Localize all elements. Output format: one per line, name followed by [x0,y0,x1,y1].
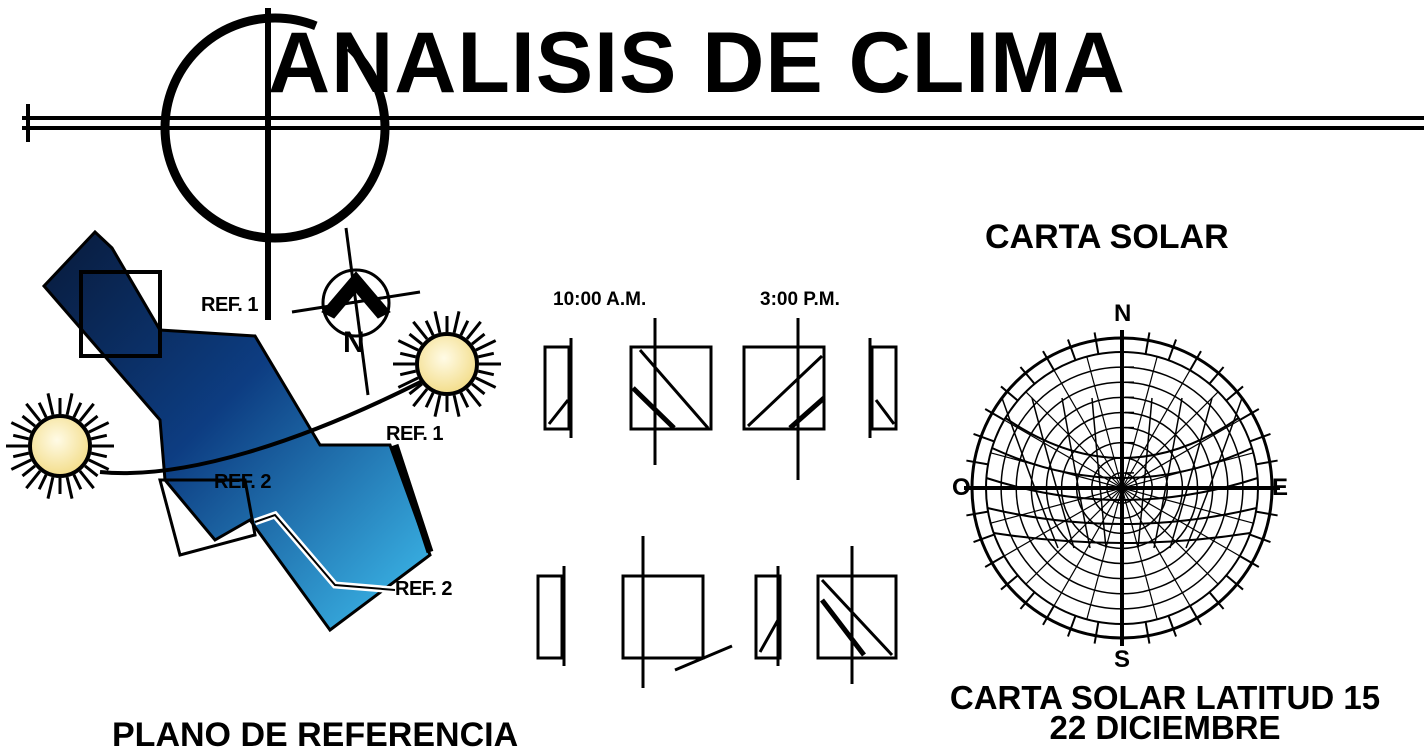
ref-1-label: REF. 1 [201,294,259,316]
ref-2-label: REF. 2 [395,578,453,600]
page-title: ANALISIS DE CLIMA [268,15,1126,111]
sun-icon [393,311,501,417]
compass-north-label: N [1114,300,1132,327]
plan-title: PLANO DE REFERENCIA [112,716,519,754]
ref-1-label: REF. 1 [386,423,444,445]
shading-sketch-afternoon [742,318,898,480]
ref-2-label: REF. 2 [214,471,272,493]
compass-east-label: E [1272,474,1289,501]
shading-sketch-morning [543,318,713,465]
shading-sketch-bottom [536,536,898,688]
time-morning-label: 10:00 A.M. [553,289,647,310]
title-decoration [22,8,1424,320]
sun-icon [6,393,114,499]
svg-text:N: N [343,326,365,359]
compass-south-label: S [1114,646,1131,673]
site-lot [41,229,441,633]
caption-line-2: 22 DICIEMBRE [1049,709,1281,746]
caption-line-1: CARTA SOLAR LATITUD 15 [949,679,1381,716]
compass-west-label: O [952,474,971,501]
solar-chart-caption: CARTA SOLAR LATITUD 15 22 DICIEMBRE [915,679,1415,746]
time-afternoon-label: 3:00 P.M. [760,289,840,310]
solar-chart [964,330,1280,646]
solar-chart-title: CARTA SOLAR [985,218,1229,256]
north-arrow-icon: N [291,227,421,396]
